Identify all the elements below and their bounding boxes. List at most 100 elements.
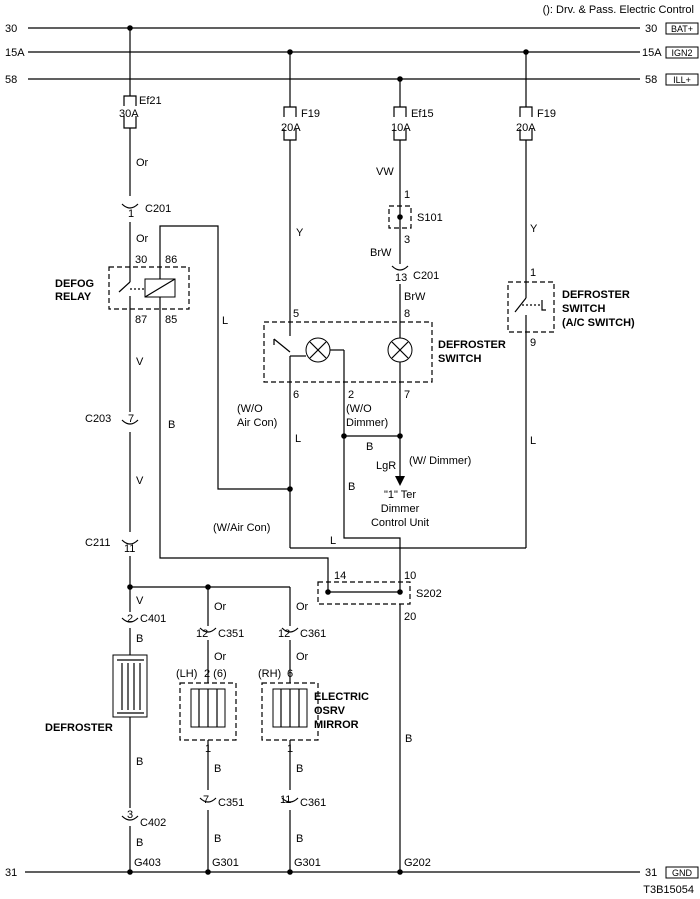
note-wo-dimmer: (W/O xyxy=(346,403,372,415)
wire-color-or: Or xyxy=(296,651,309,663)
ground-g301-label: G301 xyxy=(212,857,239,869)
wire-color-or: Or xyxy=(214,601,227,613)
bus-30-left-label: 30 xyxy=(5,23,17,35)
wire-color-or: Or xyxy=(136,233,149,245)
def-switch-pin-2: 2 xyxy=(348,389,354,401)
def-switch-pin-5: 5 xyxy=(293,308,299,320)
fuse-ef21: Ef21 30A xyxy=(119,95,162,129)
mirror-label: ELECTRIC OSRV MIRROR xyxy=(314,691,369,731)
fuse-f19-left-rating: 20A xyxy=(281,122,301,134)
mirror-lh-circuit: Or 12 C351 Or (LH) 2 (6) xyxy=(176,587,244,683)
wire-color-or: Or xyxy=(296,601,309,613)
bus-15a-left-label: 15A xyxy=(5,47,25,59)
bus-15a: 15A 15A IGN2 xyxy=(5,46,699,59)
header-note: (): Drv. & Pass. Electric Control xyxy=(543,4,694,16)
wire-color-b: B xyxy=(214,833,221,845)
c351-label: C351 xyxy=(218,797,244,809)
wire-color-b: B xyxy=(136,633,143,645)
wire-color-l: L xyxy=(222,315,228,327)
c361-pin: 12 xyxy=(278,628,290,640)
bus-58: 58 58 ILL+ xyxy=(5,73,699,86)
ac-switch-pin-9: 9 xyxy=(530,337,536,349)
ac-switch-label: (A/C SWITCH) xyxy=(562,317,635,329)
wire-color-v: V xyxy=(136,475,144,487)
wire-color-v: V xyxy=(136,595,144,607)
c361-pin: 11 xyxy=(280,794,291,806)
ac-switch-circuit: Y 1 xyxy=(525,52,538,282)
c401-pin: 2 xyxy=(127,613,133,625)
mirror-rh-heater: 1 xyxy=(261,682,319,755)
c351-pin: 7 xyxy=(203,794,209,806)
bus-31-tag: GND xyxy=(672,868,693,878)
wire-color-y: Y xyxy=(296,227,304,239)
s202-pin-14: 14 xyxy=(334,570,346,582)
wire-color-y: Y xyxy=(530,223,538,235)
wire-color-or: Or xyxy=(136,157,149,169)
c201-label: C201 xyxy=(413,270,439,282)
note-w-dimmer: (W/ Dimmer) xyxy=(409,455,471,467)
bus-31-left-label: 31 xyxy=(5,867,17,879)
wire-color-l: L xyxy=(295,433,301,445)
note-wo-dimmer: Dimmer) xyxy=(346,417,388,429)
wire-color-b: B xyxy=(366,441,373,453)
ground-dot xyxy=(287,869,293,875)
relay-pin-86: 86 xyxy=(165,254,177,266)
switch-ground-wire-b: B xyxy=(343,436,401,592)
bus-58-left-label: 58 xyxy=(5,74,17,86)
mirror-lh-pin: 2 (6) xyxy=(204,668,227,680)
ac-switch-pin-1: 1 xyxy=(530,267,536,279)
wire-color-b: B xyxy=(296,763,303,775)
s202-ground-wire: B xyxy=(399,604,412,872)
c361-label: C361 xyxy=(300,628,326,640)
s101-pin-top: 1 xyxy=(404,189,410,201)
bus-58-tag: ILL+ xyxy=(673,75,691,85)
wire-color-b: B xyxy=(296,833,303,845)
note-wo-aircon: (W/O xyxy=(237,403,263,415)
c203-label: C203 xyxy=(85,413,111,425)
fuse-ef21-rating: 30A xyxy=(119,108,139,120)
ground-g202-label: G202 xyxy=(404,857,431,869)
c211-label: C211 xyxy=(85,537,110,549)
fuse-ef15-rating: 10A xyxy=(391,122,411,134)
c201-pin: 1 xyxy=(128,208,134,220)
wire-color-or: Or xyxy=(214,651,227,663)
mirror-label-line: MIRROR xyxy=(314,719,359,731)
def-switch-label: DEFROSTER xyxy=(438,339,506,351)
def-switch-pin-7: 7 xyxy=(404,389,410,401)
c402-label: C402 xyxy=(140,817,166,829)
defroster-element: DEFROSTER xyxy=(45,654,148,734)
c401-label: C401 xyxy=(140,613,166,625)
mirror-lh-ground-circuit: B 7 C351 B xyxy=(199,740,244,872)
mirror-rh-ground-circuit: B 11 C361 B xyxy=(280,740,326,872)
wire-color-vw: VW xyxy=(376,166,394,178)
defroster-circuit: 2 C401 B xyxy=(121,613,166,655)
ground-dot xyxy=(205,869,211,875)
c351-label: C351 xyxy=(218,628,244,640)
wire-color-b: B xyxy=(168,419,175,431)
s202-pin-10: 10 xyxy=(404,570,416,582)
c201-label: C201 xyxy=(145,203,171,215)
defroster-switch-feed: Y 5 xyxy=(289,52,304,322)
c351-pin: 12 xyxy=(196,628,208,640)
s101-pin-bottom: 3 xyxy=(404,234,410,246)
fuse-f19-right-name: F19 xyxy=(537,108,556,120)
ground-dot xyxy=(397,869,403,875)
relay-output-circuit: V 7 C203 V 11 C211 V xyxy=(85,309,144,612)
relay-ground-wire-b: B xyxy=(159,309,329,592)
bus-15a-tag: IGN2 xyxy=(671,48,692,58)
defroster-ac-switch: DEFROSTER SWITCH (A/C SWITCH) 9 xyxy=(507,281,635,349)
fuse-ef21-name: Ef21 xyxy=(139,95,162,107)
defog-relay: DEFOG RELAY 30 86 87 85 xyxy=(55,254,190,326)
wire-color-lgr: LgR xyxy=(376,460,396,472)
c203-pin: 7 xyxy=(128,413,134,425)
ground-g403-label: G403 xyxy=(134,857,161,869)
relay-pin-30: 30 xyxy=(135,254,147,266)
ground-g301-label: G301 xyxy=(294,857,321,869)
mirror-rh-pin: 6 xyxy=(287,668,293,680)
mirror-lh-label: (LH) xyxy=(176,668,197,680)
fuse-f19-right-rating: 20A xyxy=(516,122,536,134)
s101-label: S101 xyxy=(417,212,443,224)
ground-dot xyxy=(127,869,133,875)
illumination-feed-circuit: VW 1 S101 3 BrW 13 C201 BrW 8 xyxy=(370,79,443,322)
